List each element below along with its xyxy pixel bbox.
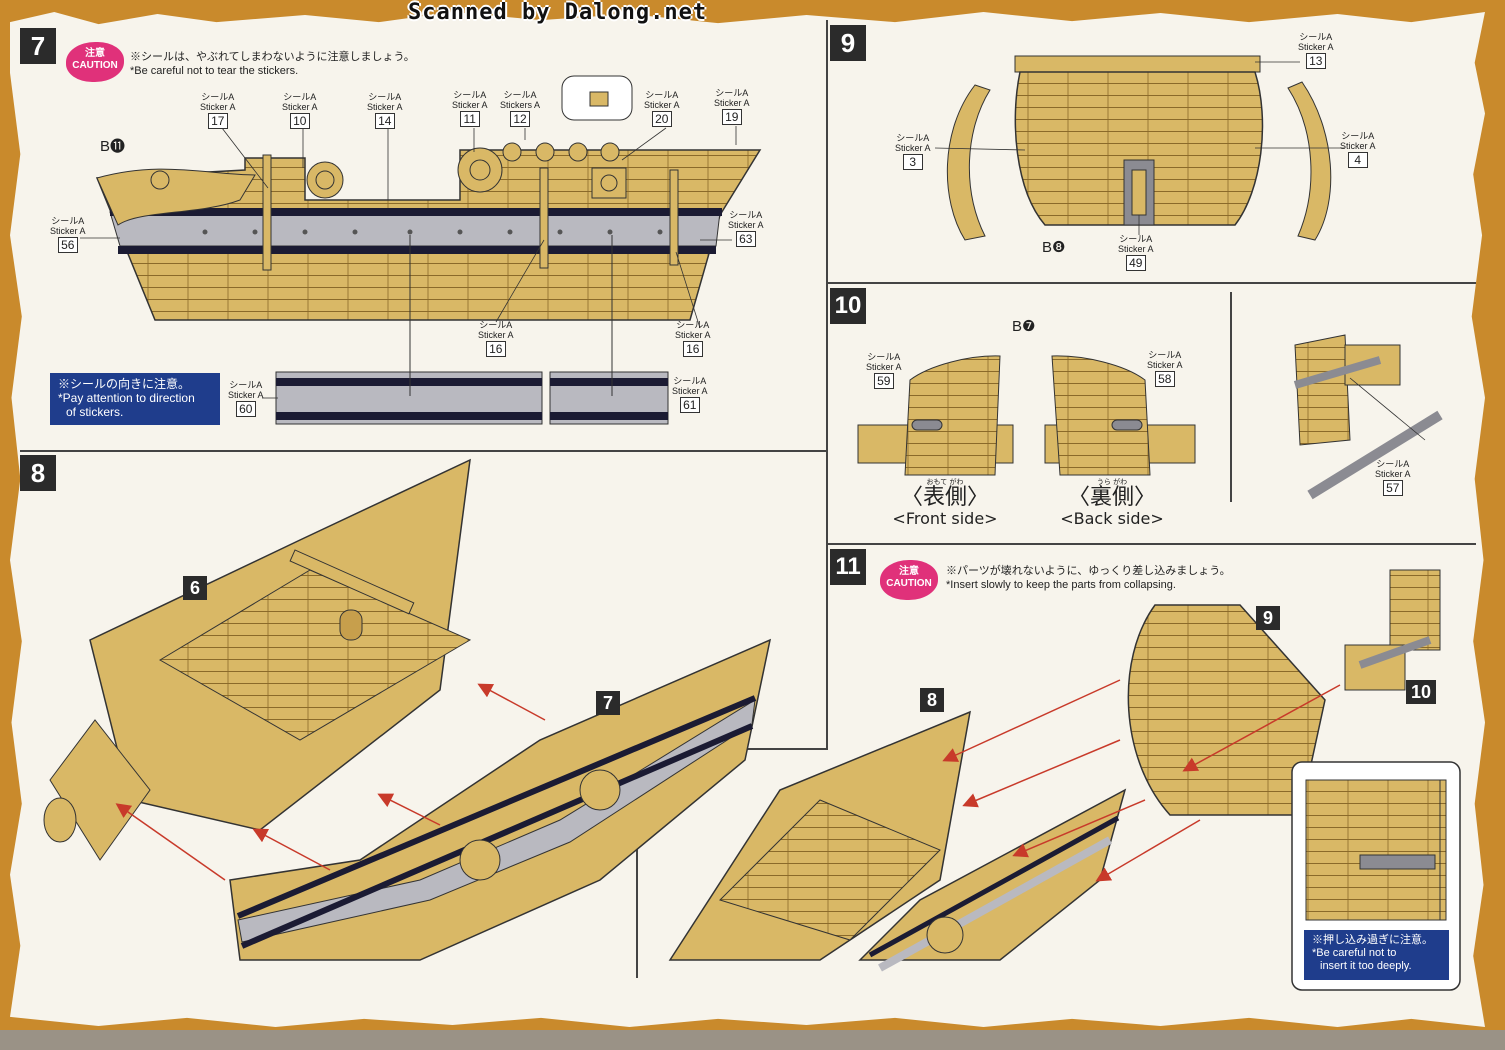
front-jp: 〈表側〉	[900, 485, 989, 510]
note-jp: ※パーツが壊れないように、ゆっくり差し込みましょう。	[946, 565, 1231, 577]
step11-assembly	[668, 569, 1461, 991]
step7-hull	[80, 75, 762, 425]
blue-en-1: *Pay attention to direction	[58, 391, 195, 405]
step-10-number: 10	[830, 288, 866, 324]
bottom-edge	[0, 1030, 1505, 1050]
caution-jp: 注意	[85, 48, 105, 59]
blue-jp: ※シールの向きに注意。	[58, 377, 191, 391]
divider-vertical	[826, 20, 828, 750]
blue-en-2: insert it too deeply.	[1320, 960, 1412, 972]
step10-parts	[857, 334, 1443, 500]
front-side-label: おもて がわ 〈表側〉 <Front side>	[885, 478, 1005, 528]
step11-depth-note: ※押し込み過ぎに注意。 *Be careful not to insert it…	[1304, 930, 1449, 980]
part-tag-8: 8	[920, 688, 944, 712]
caution-badge-7: 注意 CAUTION	[66, 42, 124, 82]
step-8-number: 8	[20, 455, 56, 491]
caution-badge-11: 注意 CAUTION	[880, 560, 938, 600]
part-ref-b7: B❼	[1012, 318, 1036, 335]
step9-stern	[934, 55, 1345, 241]
divider-9-10	[828, 282, 1476, 284]
step-9-number: 9	[830, 25, 866, 61]
caution-en: CAUTION	[886, 578, 932, 589]
part-tag-7: 7	[596, 691, 620, 715]
step7-direction-note: ※シールの向きに注意。 *Pay attention to direction …	[50, 373, 220, 425]
step7-caution-note: ※シールは、やぶれてしまわないように注意しましょう。 *Be careful n…	[130, 50, 415, 78]
part-tag-6: 6	[183, 576, 207, 600]
part-tag-9: 9	[1256, 606, 1280, 630]
note-jp: ※シールは、やぶれてしまわないように注意しましょう。	[130, 51, 415, 63]
note-en: *Be careful not to tear the stickers.	[130, 65, 299, 77]
watermark: Scanned by Dalong.net	[408, 0, 708, 25]
step11-caution-note: ※パーツが壊れないように、ゆっくり差し込みましょう。 *Insert slowl…	[946, 564, 1231, 592]
part-tag-10: 10	[1406, 680, 1436, 704]
step-7-number: 7	[20, 28, 56, 64]
back-en: <Back side>	[1060, 509, 1164, 528]
caution-jp: 注意	[899, 566, 919, 577]
front-ruby: おもて がわ	[926, 478, 964, 486]
step8-ship	[43, 458, 772, 961]
back-side-label: うら がわ 〈裏側〉 <Back side>	[1052, 478, 1172, 528]
divider-8-11-v	[636, 748, 638, 978]
part-ref-b11: B⓫	[100, 138, 126, 155]
caution-en: CAUTION	[72, 60, 118, 71]
divider-10-inner	[1230, 292, 1232, 502]
divider-7-8	[20, 450, 828, 452]
step-11-number: 11	[830, 549, 866, 585]
back-ruby: うら がわ	[1096, 478, 1128, 486]
blue-jp: ※押し込み過ぎに注意。	[1312, 934, 1433, 946]
front-en: <Front side>	[892, 509, 998, 528]
note-en: *Insert slowly to keep the parts from co…	[946, 579, 1176, 591]
part-ref-b8: B❽	[1042, 239, 1066, 256]
divider-10-11	[828, 543, 1476, 545]
blue-en-2: of stickers.	[66, 405, 124, 419]
blue-en-1: *Be careful not to	[1312, 947, 1397, 959]
back-jp: 〈裏側〉	[1067, 485, 1156, 510]
